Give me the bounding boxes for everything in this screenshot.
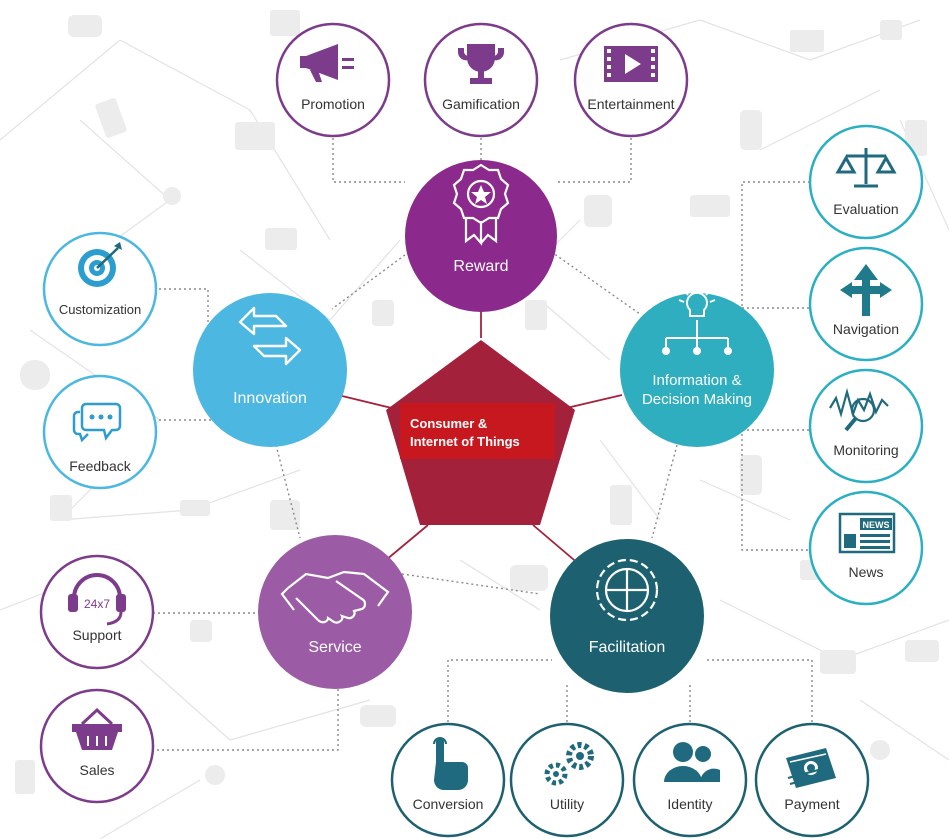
satellite-evaluation-label: Evaluation	[833, 201, 898, 217]
hub-info-circle	[620, 293, 774, 447]
hub-innovation-circle	[193, 293, 347, 447]
hub-service-circle	[258, 535, 412, 689]
hub-info-label-line2: Decision Making	[642, 391, 752, 408]
satellite-promotion[interactable]: Promotion	[275, 22, 391, 138]
satellite-utility-label: Utility	[550, 796, 584, 812]
hub-info-label-line1: Information &	[652, 372, 741, 389]
satellite-monitoring-label: Monitoring	[833, 442, 898, 458]
news-badge-text: NEWS	[863, 520, 890, 530]
satellite-evaluation[interactable]: Evaluation	[808, 124, 924, 240]
megaphone-icon	[300, 44, 354, 82]
target-icon	[78, 242, 122, 287]
center-label-line1: Consumer &	[410, 416, 487, 431]
satellite-support[interactable]: 24x7 Support	[39, 554, 155, 670]
satellite-feedback-label: Feedback	[69, 458, 131, 474]
hub-reward-label: Reward	[453, 258, 508, 275]
hub-innovation-label: Innovation	[233, 390, 307, 407]
satellite-conversion-label: Conversion	[413, 796, 484, 812]
tap-hand-icon	[433, 737, 468, 790]
hub-facilitation-circle	[550, 539, 704, 693]
lightbulb-network-icon	[665, 289, 729, 348]
hub-facilitation[interactable]: Facilitation	[550, 539, 704, 693]
center-label-box	[400, 403, 555, 459]
money-icon	[786, 748, 836, 788]
film-icon	[604, 46, 658, 82]
scales-icon	[835, 148, 897, 188]
satellite-sales[interactable]: Sales	[39, 688, 155, 804]
hub-reward[interactable]: Reward	[405, 160, 557, 312]
monitoring-graph-icon	[829, 387, 889, 432]
satellite-conversion[interactable]: Conversion	[390, 722, 506, 838]
satellite-identity[interactable]: Identity	[632, 722, 748, 838]
hub-service-label: Service	[308, 639, 361, 656]
satellite-utility[interactable]: Utility	[509, 722, 625, 838]
basket-icon	[72, 707, 122, 750]
satellite-sales-label: Sales	[79, 762, 114, 778]
gears-icon	[544, 742, 594, 786]
satellite-support-label: Support	[72, 627, 121, 643]
center-node[interactable]: Consumer & Internet of Things	[386, 340, 575, 525]
satellite-payment[interactable]: Payment	[754, 722, 870, 838]
direction-arrows-icon	[840, 264, 892, 316]
hub-facilitation-label: Facilitation	[589, 639, 665, 656]
hub-innovation[interactable]: Innovation	[193, 293, 347, 447]
headset-icon	[68, 573, 126, 626]
cycle-arrows-icon	[238, 306, 302, 366]
people-icon	[664, 742, 720, 782]
award-ribbon-icon	[452, 163, 510, 246]
satellite-customization-label: Customization	[59, 302, 141, 317]
background-icons	[15, 10, 939, 794]
satellite-navigation[interactable]: Navigation	[808, 246, 924, 362]
trophy-icon	[457, 44, 505, 84]
satellite-navigation-label: Navigation	[833, 321, 899, 337]
center-label-line2: Internet of Things	[410, 434, 520, 449]
satellite-entertainment-label: Entertainment	[587, 96, 674, 112]
support-badge-text: 24x7	[84, 597, 110, 611]
satellite-identity-label: Identity	[667, 796, 712, 812]
dotted-connectors	[153, 138, 813, 751]
hub-information-decision[interactable]: Information & Decision Making	[620, 289, 774, 447]
chat-bubbles-icon	[72, 402, 122, 443]
satellite-gamification-label: Gamification	[442, 96, 520, 112]
handshake-icon	[280, 570, 390, 624]
satellite-news-label: News	[848, 564, 883, 580]
satellite-entertainment[interactable]: Entertainment	[573, 22, 689, 138]
satellite-feedback[interactable]: Feedback	[42, 374, 158, 490]
gear-puzzle-icon	[595, 558, 659, 622]
satellite-promotion-label: Promotion	[301, 96, 365, 112]
satellite-payment-label: Payment	[784, 796, 839, 812]
newspaper-icon	[838, 512, 896, 554]
satellite-gamification[interactable]: Gamification	[423, 22, 539, 138]
satellite-customization[interactable]: Customization	[42, 231, 158, 347]
satellite-monitoring[interactable]: Monitoring	[808, 368, 924, 484]
satellite-news[interactable]: NEWS News	[808, 490, 924, 606]
hub-service[interactable]: Service	[258, 535, 412, 689]
